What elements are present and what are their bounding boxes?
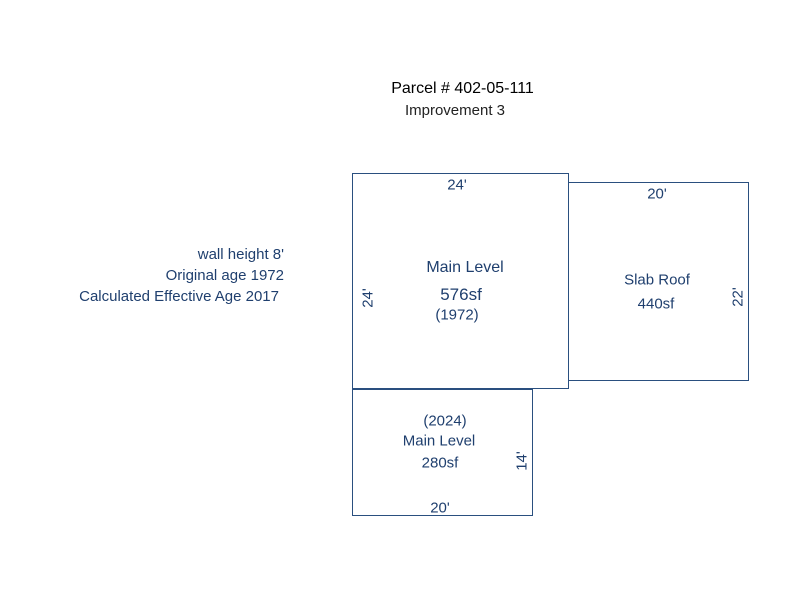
main-level-top-dimension: 24' (447, 176, 467, 194)
slab-roof-area: 440sf (637, 295, 675, 313)
wall-height-text: wall height 8' (197, 246, 284, 263)
improvement-subtitle: Improvement 3 (404, 102, 506, 119)
main-level-name: Main Level (426, 259, 504, 276)
main-level-room (352, 173, 569, 389)
main-level-area: 576sf (440, 285, 482, 304)
slab-roof-room (568, 182, 749, 381)
slab-roof-top-dimension: 20' (647, 185, 667, 203)
main-level-year: (1972) (435, 306, 479, 324)
addition-name: Main Level (402, 432, 476, 450)
addition-area: 280sf (421, 454, 459, 472)
addition-year: (2024) (423, 412, 467, 430)
slab-roof-name: Slab Roof (624, 271, 690, 289)
original-age-text: Original age 1972 (165, 267, 284, 284)
addition-right-dimension: 14' (513, 451, 531, 471)
main-level-left-dimension: 24' (359, 288, 377, 308)
parcel-title: Parcel # 402-05-111 (391, 80, 534, 97)
effective-age-text: Calculated Effective Age 2017 (79, 288, 279, 305)
slab-roof-right-dimension: 22' (729, 287, 747, 307)
addition-bottom-dimension: 20' (430, 499, 450, 517)
addition-room (352, 389, 533, 516)
